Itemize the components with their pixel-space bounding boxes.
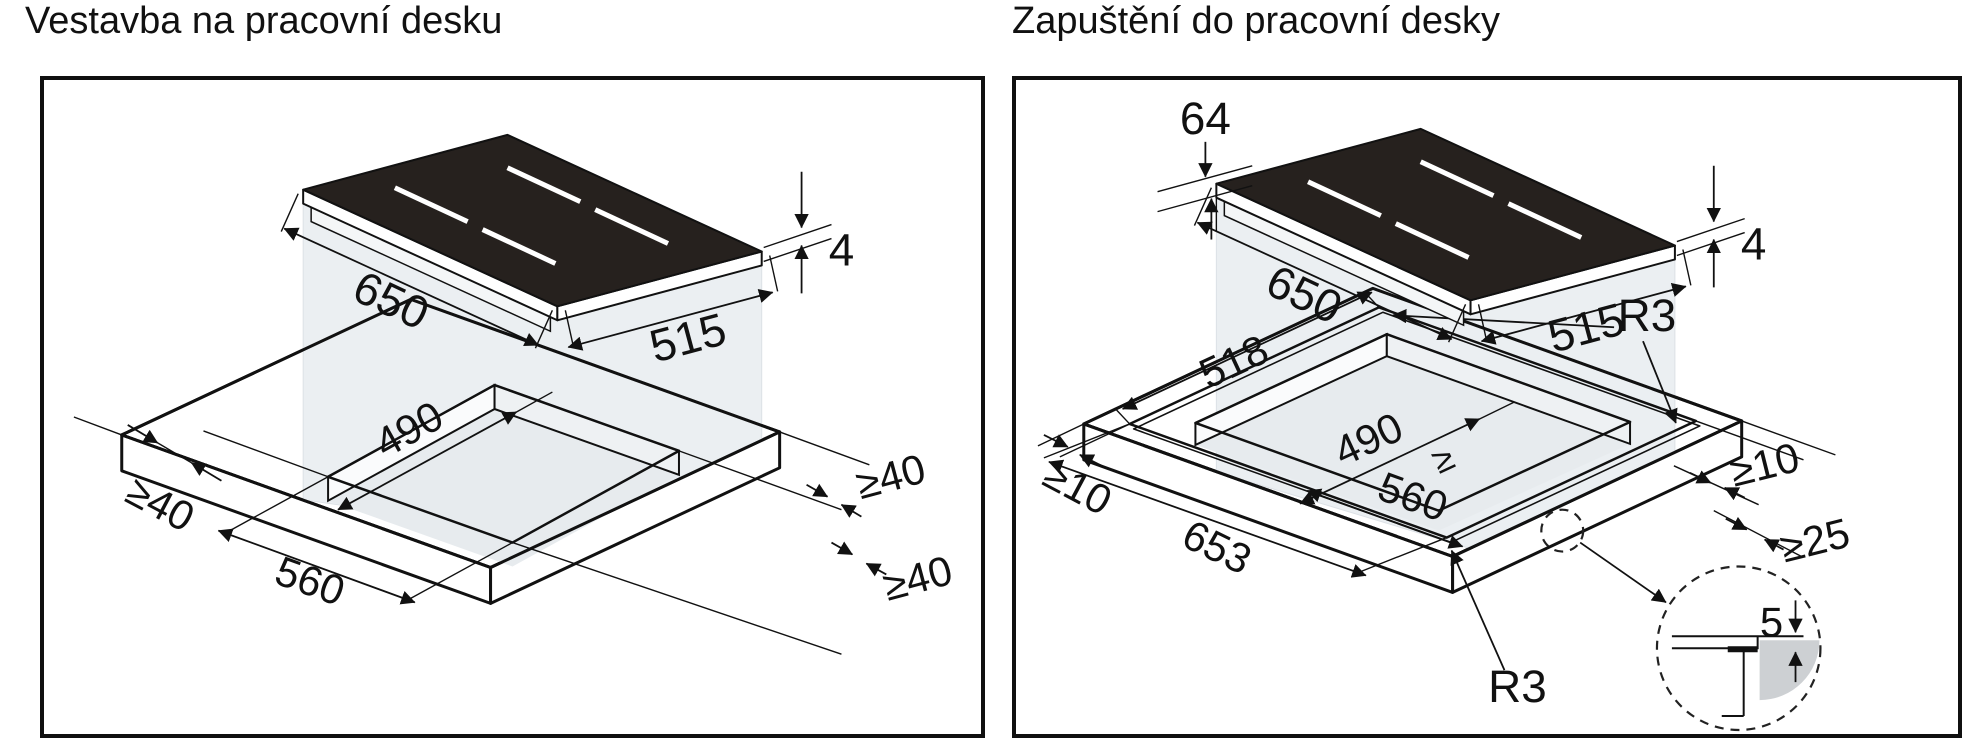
recess-step-label: 5	[1760, 598, 1783, 645]
panel-flush-mount: 518 R3 490 ≥ 560 653 R3 ≥10	[1012, 76, 1962, 738]
edge-profile	[1671, 635, 1820, 718]
glass-thickness-dimension: 4	[1676, 165, 1767, 288]
left-panel-title: Vestavba na pracovní desku	[25, 0, 503, 42]
surface-mount-diagram: 490 ≥40 560 ≥40 ≥40	[73, 133, 957, 655]
cutout-width-label: 560	[269, 547, 351, 615]
glass-thickness-label: 4	[1741, 217, 1767, 269]
clearance-front-right-label: ≥25	[1775, 509, 1854, 571]
clearance-back-right-label: ≥40	[851, 445, 930, 508]
recess-step-dimension: 5	[1760, 598, 1803, 683]
body-height-label: 64	[1180, 92, 1231, 144]
corner-radius-front-label: R3	[1488, 660, 1547, 712]
callout-leader-arrow	[1579, 541, 1667, 604]
corner-radius-front-dimension: R3	[1450, 549, 1547, 712]
panel-surface-mount: 490 ≥40 560 ≥40 ≥40	[40, 76, 985, 738]
flush-mount-diagram: 518 R3 490 ≥ 560 653 R3 ≥10	[1036, 92, 1854, 732]
clearance-front-right-dimension: ≥25	[1713, 509, 1854, 571]
callout-source-circle	[1540, 508, 1585, 553]
body-height-dimension: 64	[1157, 92, 1253, 240]
clearance-front-right-label: ≥40	[878, 546, 957, 609]
right-panel-title: Zapuštění do pracovní desky	[1012, 0, 1500, 42]
worktop-section-fill	[1759, 640, 1820, 701]
glass-thickness-label: 4	[829, 223, 855, 275]
detail-circle	[1655, 565, 1822, 732]
detail-callout: 5	[1540, 508, 1822, 732]
recess-width-label: 653	[1175, 510, 1258, 583]
glass-thickness-dimension: 4	[763, 171, 855, 294]
